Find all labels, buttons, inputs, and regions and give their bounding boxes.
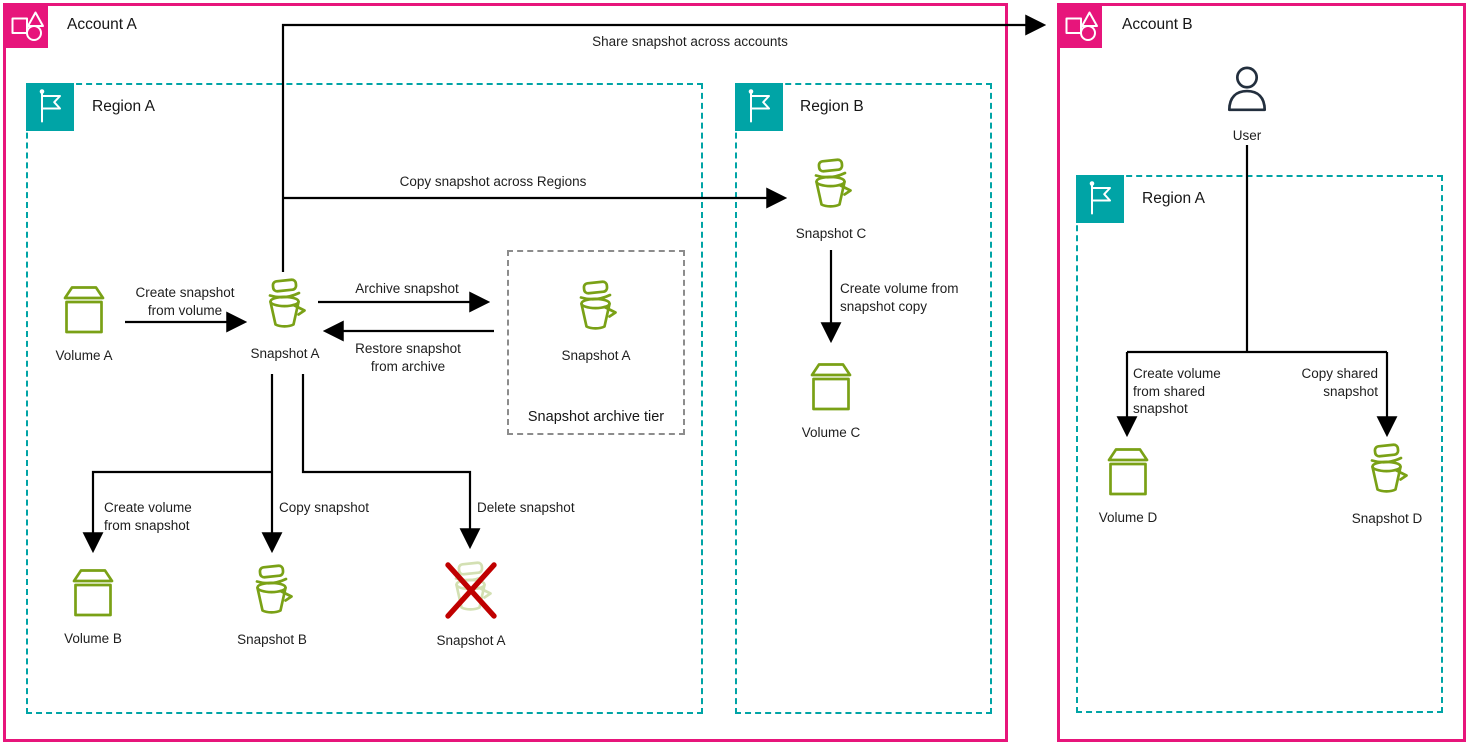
group-account-a (3, 3, 1008, 742)
node-volume-a: Volume A (19, 283, 149, 363)
node-volume-d: Volume D (1063, 445, 1193, 525)
edge-label-create-volume-from-shared-snapshot: Create volume from shared snapshot (1133, 366, 1221, 416)
edge-label-create-snapshot-from-volume: Create snapshot from volume (135, 285, 235, 318)
group-title-account-a: Account A (67, 16, 137, 33)
node-label: Snapshot A (436, 633, 506, 648)
node-label: Snapshot A (250, 346, 320, 361)
node-snapshot-a-deleted: Snapshot A (406, 556, 536, 648)
group-title-archive-tier: Snapshot archive tier (527, 409, 665, 425)
region-flag-icon (26, 83, 74, 131)
edge-label-delete-snapshot: Delete snapshot (477, 500, 575, 515)
volume-icon (806, 363, 856, 418)
node-snapshot-a-archived: Snapshot A (531, 279, 661, 363)
volume-icon (68, 569, 118, 624)
node-snapshot-a: Snapshot A (220, 277, 350, 361)
node-label: Volume C (801, 425, 861, 440)
group-title-region-a-in-a: Region A (92, 98, 155, 115)
snapshot-icon (806, 158, 856, 219)
account-icon (1057, 3, 1102, 48)
group-title-region-a-in-b: Region A (1142, 190, 1205, 207)
snapshot-icon (260, 278, 310, 339)
group-region-a-in-account-b (1076, 175, 1443, 713)
edge-label-copy-across-regions: Copy snapshot across Regions (399, 174, 587, 189)
node-label: Snapshot C (795, 226, 867, 241)
node-snapshot-b: Snapshot B (207, 563, 337, 647)
edge-label-copy-snapshot: Copy snapshot (279, 500, 370, 515)
region-flag-icon (1076, 175, 1124, 223)
group-title-account-b: Account B (1122, 16, 1193, 33)
node-volume-c: Volume C (766, 360, 896, 440)
edge-label-create-volume-from-snapshot-copy: Create volume from snapshot copy (840, 281, 959, 314)
volume-icon (1103, 448, 1153, 503)
node-label: Volume B (64, 631, 122, 646)
snapshot-icon (247, 564, 297, 625)
volume-icon (59, 286, 109, 341)
node-user: User (1182, 61, 1312, 143)
node-label: Snapshot D (1351, 511, 1423, 526)
group-title-region-b-in-a: Region B (800, 98, 864, 115)
node-label: Volume A (55, 348, 113, 363)
edge-label-archive-snapshot: Archive snapshot (355, 281, 459, 296)
group-account-b (1057, 3, 1466, 742)
edge-label-copy-shared-snapshot: Copy shared snapshot (1301, 366, 1378, 399)
node-label: Snapshot A (561, 348, 631, 363)
node-label: Snapshot B (237, 632, 307, 647)
account-icon (3, 3, 48, 48)
delete-x-mark (445, 562, 497, 619)
node-label: Volume D (1098, 510, 1158, 525)
region-flag-icon (735, 83, 783, 131)
node-snapshot-d: Snapshot D (1322, 442, 1452, 526)
edge-label-create-volume-from-snapshot: Create volume from snapshot (104, 500, 192, 533)
node-volume-b: Volume B (28, 566, 158, 646)
edge-label-restore-snapshot: Restore snapshot from archive (355, 341, 461, 374)
snapshot-icon (571, 280, 621, 341)
node-snapshot-c: Snapshot C (766, 157, 896, 241)
snapshot-icon (1362, 443, 1412, 504)
user-icon (1221, 66, 1273, 121)
deleted-snapshot-icon (442, 561, 500, 626)
node-label: User (1232, 128, 1262, 143)
edge-label-share-across-accounts: Share snapshot across accounts (592, 34, 788, 49)
